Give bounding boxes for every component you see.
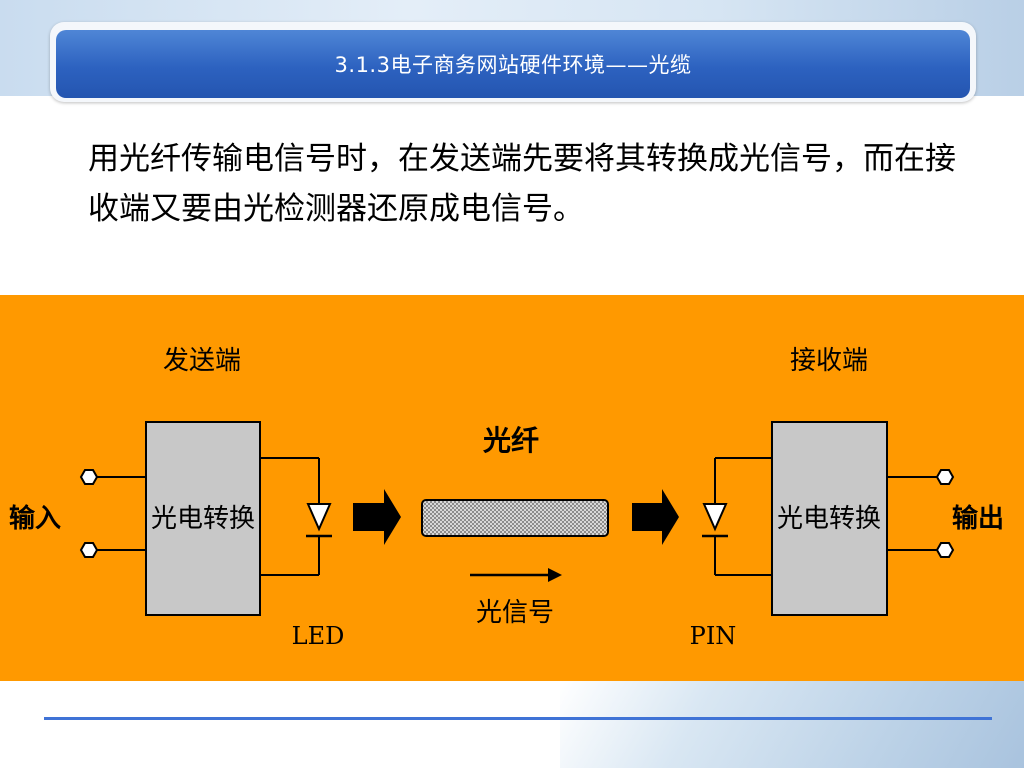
body-paragraph: 用光纤传输电信号时，在发送端先要将其转换成光信号，而在接收端又要由光检测器还原成… bbox=[88, 141, 956, 227]
left-converter-box bbox=[145, 421, 261, 616]
fiber-label: 光纤 bbox=[482, 424, 539, 457]
right-arrow-icon bbox=[632, 489, 679, 545]
output-terminals bbox=[887, 469, 955, 558]
right-converter-box bbox=[771, 421, 888, 616]
title-bar: 3.1.3电子商务网站硬件环境——光缆 bbox=[56, 30, 970, 98]
terminal-icon bbox=[79, 469, 99, 485]
pin-circuit bbox=[702, 457, 772, 576]
terminal-icon bbox=[79, 542, 99, 558]
signal-arrow bbox=[470, 568, 562, 582]
terminal-icon bbox=[935, 542, 955, 558]
fiber-diagram-svg: 发送端 接收端 光纤 输入 光电转换 bbox=[9, 346, 1004, 650]
input-terminals bbox=[79, 469, 146, 558]
fiber-cable-icon bbox=[421, 499, 609, 537]
led-circuit bbox=[260, 457, 332, 576]
led-label: LED bbox=[292, 622, 345, 650]
output-label: 输出 bbox=[952, 503, 1004, 534]
receiver-label: 接收端 bbox=[790, 346, 868, 376]
footer-divider bbox=[44, 717, 992, 720]
fiber-diagram: 发送端 接收端 光纤 输入 光电转换 bbox=[0, 295, 1024, 681]
right-arrow-icon bbox=[353, 489, 401, 545]
pin-diode-icon bbox=[702, 503, 728, 538]
pin-label: PIN bbox=[690, 622, 737, 650]
signal-label: 光信号 bbox=[476, 598, 554, 628]
terminal-icon bbox=[935, 469, 955, 485]
led-diode-icon bbox=[306, 503, 332, 538]
slide-title: 3.1.3电子商务网站硬件环境——光缆 bbox=[334, 53, 692, 77]
input-label: 输入 bbox=[9, 503, 61, 534]
sender-label: 发送端 bbox=[163, 346, 241, 376]
left-converter-label: 光电转换 bbox=[151, 504, 255, 534]
right-converter-label: 光电转换 bbox=[777, 504, 881, 534]
keyboard-background-bottom bbox=[560, 680, 1024, 768]
